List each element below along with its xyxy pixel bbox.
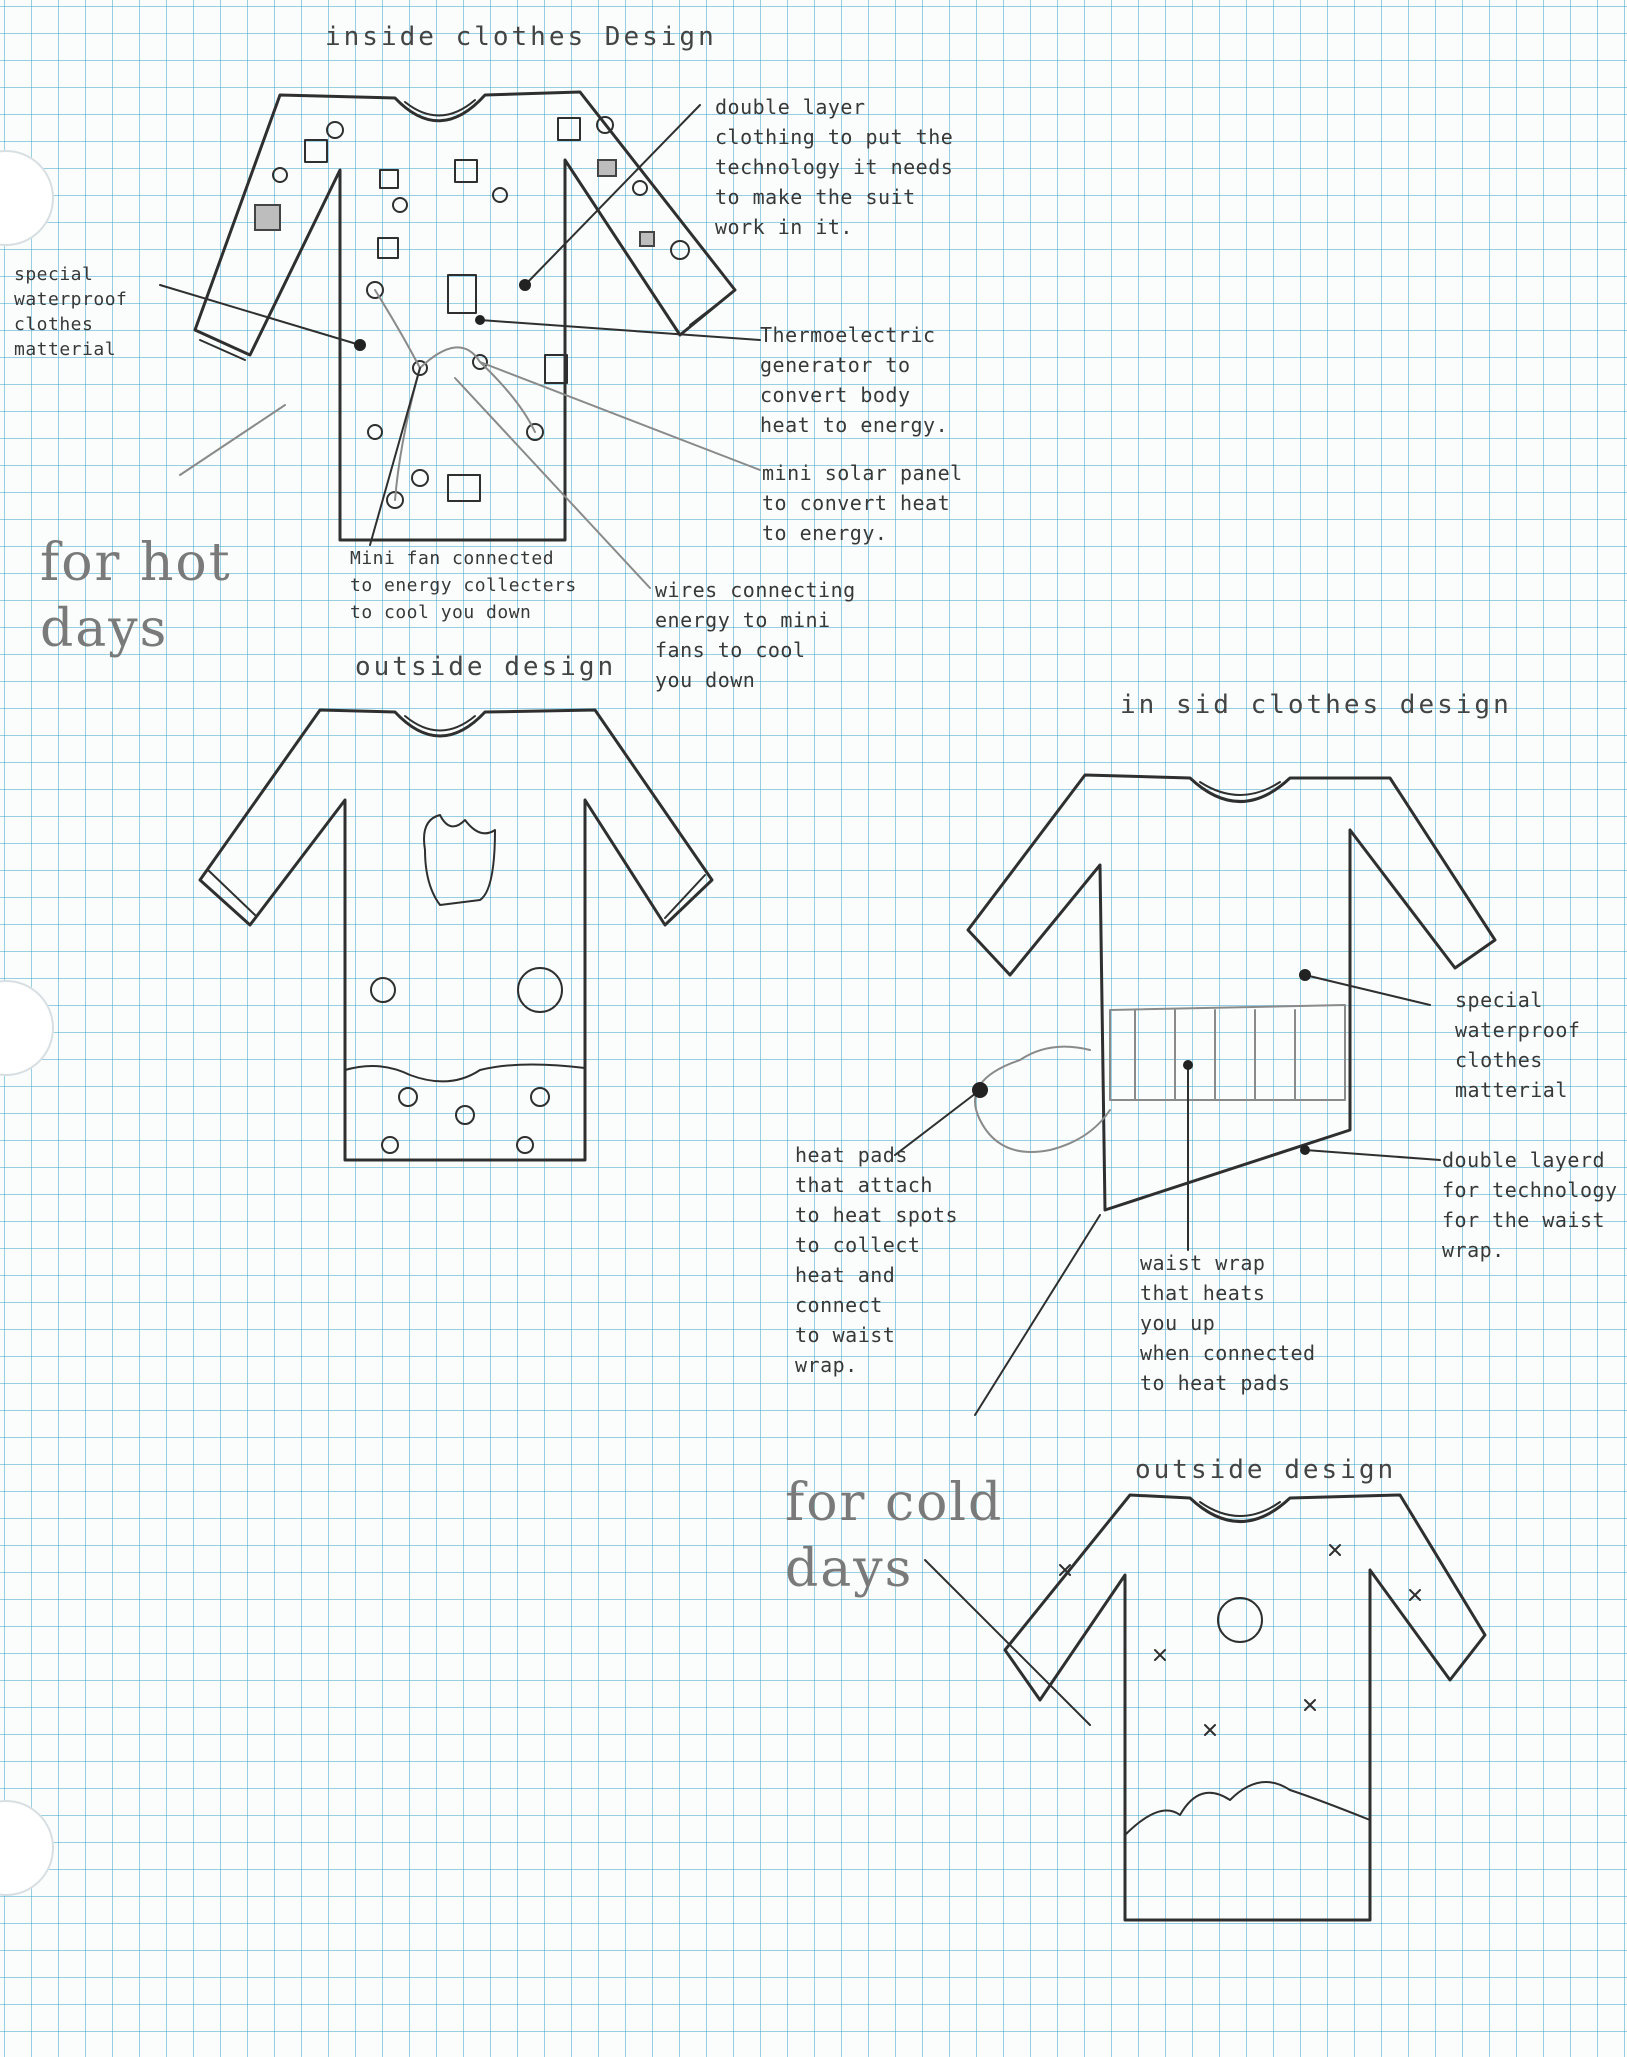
cold-inside-design-title: in sid clothes design xyxy=(1120,690,1512,720)
hot-solar-panel-annotation: mini solar panel to convert heat to ener… xyxy=(762,458,963,548)
hot-wires-annotation: wires connecting energy to mini fans to … xyxy=(655,575,856,695)
hot-thermoelectric-annotation: Thermoelectric generator to convert body… xyxy=(760,320,948,440)
cold-waterproof-annotation: special waterproof clothes matterial xyxy=(1455,985,1580,1105)
binder-hole-middle xyxy=(0,980,54,1076)
hot-outside-design-title: outside design xyxy=(355,652,616,682)
hot-inside-design-title: inside clothes Design xyxy=(325,22,717,52)
cold-waist-wrap-annotation: waist wrap that heats you up when connec… xyxy=(1140,1248,1316,1398)
hot-inside-shirt-drawing xyxy=(160,92,760,588)
hot-mini-fan-annotation: Mini fan connected to energy collecters … xyxy=(350,545,577,626)
cold-outside-shirt-drawing xyxy=(925,1495,1485,1920)
hot-double-layer-annotation: double layer clothing to put the technol… xyxy=(715,92,953,242)
hot-outside-shirt-drawing xyxy=(200,710,712,1160)
cold-heat-pads-annotation: heat pads that attach to heat spots to c… xyxy=(795,1140,958,1380)
hot-waterproof-annotation: special waterproof clothes matterial xyxy=(14,262,127,362)
cold-days-side-label: for cold days xyxy=(785,1470,1003,1602)
cold-outside-design-title: outside design xyxy=(1135,1455,1396,1485)
binder-hole-top xyxy=(0,150,54,246)
cold-double-layered-annotation: double layerd for technology for the wai… xyxy=(1442,1145,1618,1265)
binder-hole-bottom xyxy=(0,1800,54,1896)
hot-days-side-label: for hot days xyxy=(40,530,232,662)
